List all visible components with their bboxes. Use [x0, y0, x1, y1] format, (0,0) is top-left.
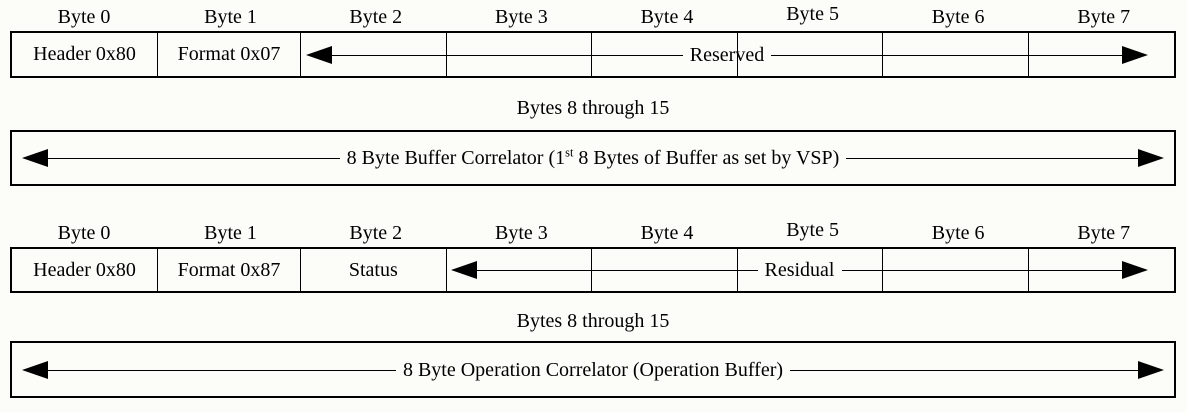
buffer-correlator-table — [10, 130, 1176, 186]
byte-header-4: Byte 4 — [640, 6, 694, 28]
byte-header-4: Byte 4 — [640, 222, 694, 244]
response-header-cells: Header 0x80 Format 0x87 Status — [12, 249, 1174, 291]
cell-byte-7 — [1029, 249, 1175, 291]
bytes-8-15-caption-response: Bytes 8 through 15 — [516, 310, 670, 332]
cell-byte-6 — [883, 33, 1029, 76]
cell-byte-4 — [592, 33, 738, 76]
byte-header-row-request: Byte 0 Byte 1 Byte 2 Byte 3 Byte 4 Byte … — [10, 2, 1176, 32]
byte-header-6: Byte 6 — [931, 6, 985, 28]
cell-byte-3 — [447, 33, 593, 76]
byte-header-3: Byte 3 — [495, 222, 548, 244]
byte-header-1: Byte 1 — [204, 222, 257, 244]
cell-byte-5 — [738, 249, 884, 291]
cell-byte-0-header: Header 0x80 — [12, 33, 158, 76]
cell-byte-2 — [301, 33, 447, 76]
cell-byte-0-header: Header 0x80 — [12, 249, 158, 291]
request-header-table: Header 0x80 Format 0x07 — [10, 31, 1176, 78]
byte-header-0: Byte 0 — [57, 6, 111, 28]
byte-header-7: Byte 7 — [1077, 6, 1131, 28]
cell-byte-3 — [447, 249, 593, 291]
byte-header-3: Byte 3 — [495, 6, 548, 28]
cell-byte-2-status: Status — [301, 249, 447, 291]
cell-byte-1-format: Format 0x87 — [158, 249, 301, 291]
byte-header-row-response: Byte 0 Byte 1 Byte 2 Byte 3 Byte 4 Byte … — [10, 218, 1176, 248]
byte-header-2: Byte 2 — [349, 6, 403, 28]
cell-byte-4 — [592, 249, 738, 291]
response-header-table: Header 0x80 Format 0x87 Status — [10, 247, 1176, 293]
cell-byte-5 — [738, 33, 884, 76]
byte-header-5: Byte 5 — [786, 219, 839, 241]
bytes-8-15-caption-request: Bytes 8 through 15 — [516, 97, 670, 119]
byte-header-1: Byte 1 — [204, 6, 257, 28]
byte-header-0: Byte 0 — [57, 222, 111, 244]
cell-byte-6 — [883, 249, 1029, 291]
byte-header-5: Byte 5 — [786, 3, 839, 25]
byte-header-6: Byte 6 — [931, 222, 985, 244]
byte-header-2: Byte 2 — [349, 222, 403, 244]
operation-correlator-table — [10, 341, 1176, 398]
cell-byte-7 — [1029, 33, 1175, 76]
byte-header-7: Byte 7 — [1077, 222, 1131, 244]
cell-byte-1-format: Format 0x07 — [158, 33, 301, 76]
request-header-cells: Header 0x80 Format 0x07 — [12, 33, 1174, 76]
